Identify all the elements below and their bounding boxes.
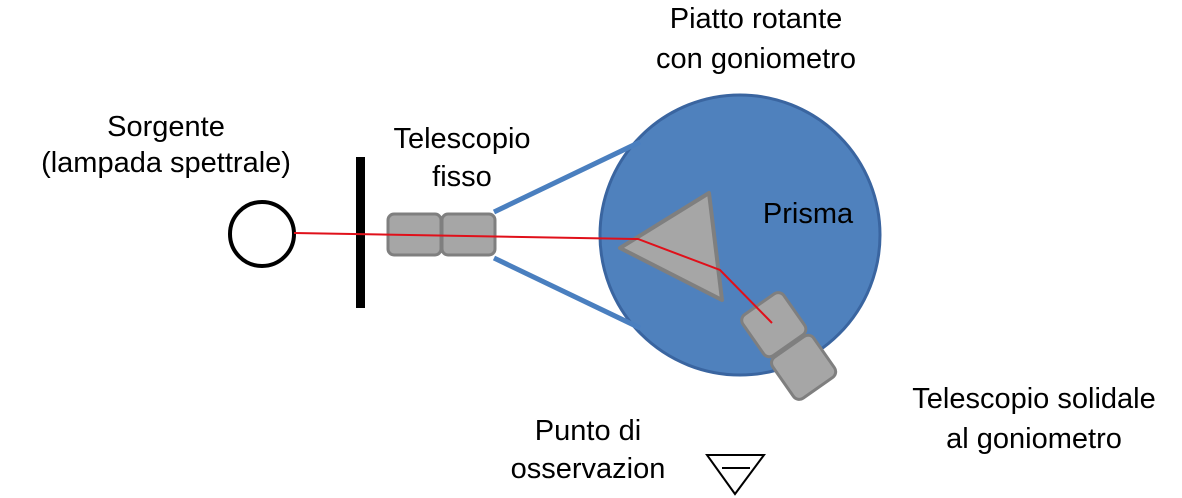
fixed-telescope-segment-2 xyxy=(440,212,497,257)
fixed-telescope-label-line-2: fisso xyxy=(432,161,492,193)
source-lamp xyxy=(228,200,296,268)
prism-label: Prisma xyxy=(763,198,854,230)
fixed-telescope xyxy=(386,212,497,257)
source-label-line-2: (lampada spettrale) xyxy=(41,147,291,179)
cone-line-upper xyxy=(492,139,642,215)
source-label-line-1: Sorgente xyxy=(107,111,225,143)
observation-label-line-2: osservazion xyxy=(511,453,666,485)
rotating-plate-label-line-1: Piatto rotante xyxy=(670,3,843,35)
observation-label-line-1: Punto di xyxy=(535,415,641,447)
rotating-plate xyxy=(598,93,882,377)
moving-telescope-label-line-1: Telescopio solidale xyxy=(912,383,1155,415)
prism xyxy=(618,191,724,302)
light-beam xyxy=(293,232,773,324)
slit xyxy=(356,157,365,308)
eye-triangle xyxy=(705,454,766,496)
fixed-telescope-label-line-1: Telescopio xyxy=(393,123,530,155)
cone-line-lower xyxy=(492,255,642,331)
rotating-plate-label-line-2: con goniometro xyxy=(656,43,856,75)
eye-icon xyxy=(705,454,766,496)
moving-telescope-label-line-2: al goniometro xyxy=(946,423,1122,455)
goniometer-telescope-segment-2 xyxy=(770,333,838,401)
